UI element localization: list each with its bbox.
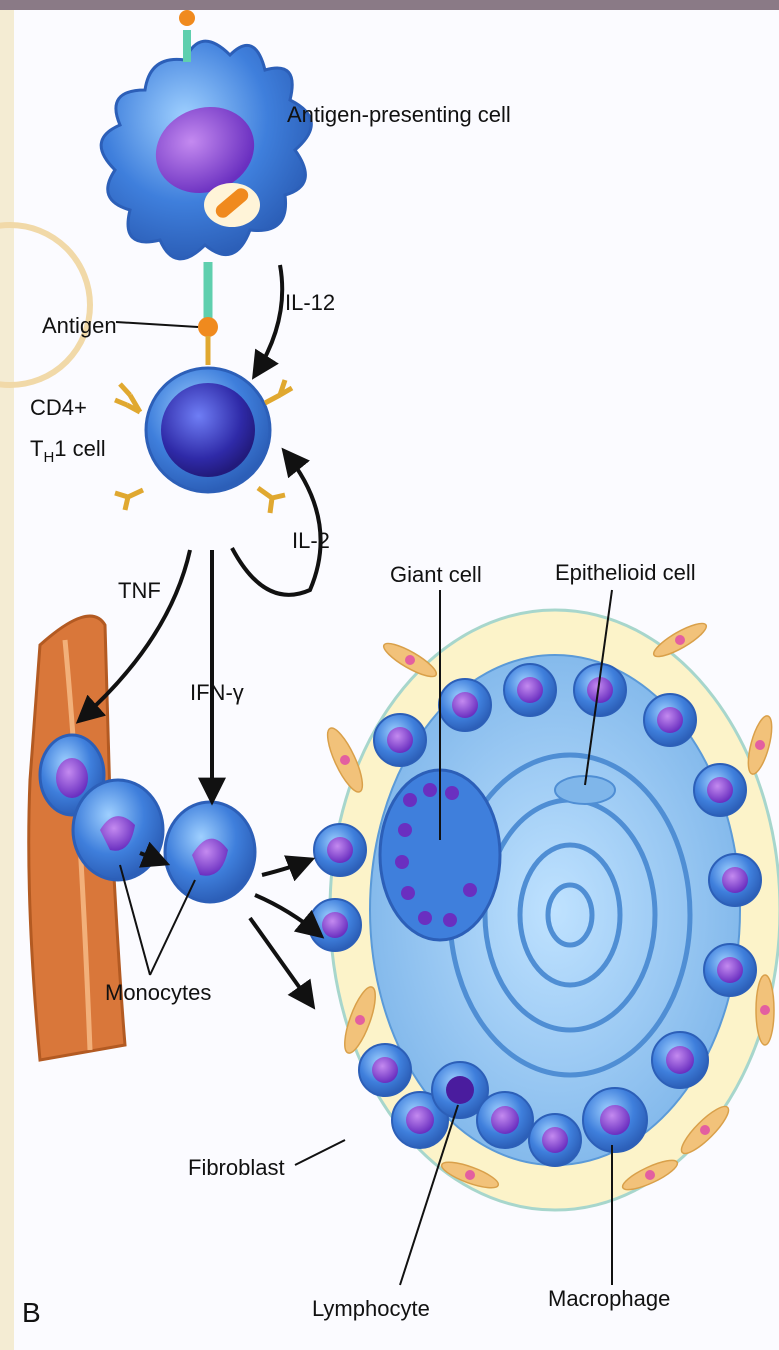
label-macrophage: Macrophage <box>548 1286 670 1311</box>
mhc-antigen-complex <box>198 262 218 365</box>
antigen-dot <box>198 317 218 337</box>
granuloma <box>309 610 779 1210</box>
antigen-presenting-cell <box>101 10 311 259</box>
monocyte-1 <box>73 780 163 880</box>
arrow-to-granuloma-3 <box>250 918 312 1005</box>
label-lymphocyte: Lymphocyte <box>312 1296 430 1321</box>
label-epithelioid-cell: Epithelioid cell <box>555 560 696 585</box>
panel-letter: B <box>22 1297 41 1328</box>
th1-nucleus <box>161 383 255 477</box>
label-th1: TH1 cell <box>30 436 106 466</box>
label-il12: IL-12 <box>285 290 335 315</box>
label-giant-cell: Giant cell <box>390 562 482 587</box>
label-ifn: IFN-γ <box>190 680 244 705</box>
label-il2: IL-2 <box>292 528 330 553</box>
label-tnf: TNF <box>118 578 161 603</box>
label-th1-rest: 1 cell <box>54 436 105 461</box>
label-cd4: CD4+ <box>30 395 87 420</box>
label-monocytes: Monocytes <box>105 980 211 1005</box>
arrow-il12 <box>255 265 282 375</box>
label-antigen: Antigen <box>42 313 117 338</box>
label-fibroblast: Fibroblast <box>188 1155 285 1180</box>
th1-cell <box>115 368 292 513</box>
label-th1-t: T <box>30 436 43 461</box>
monocyte-2 <box>165 802 255 902</box>
top-border <box>0 0 779 10</box>
left-border <box>0 0 14 1350</box>
label-apc: Antigen-presenting cell <box>287 102 511 127</box>
arrow-to-granuloma-1 <box>262 860 310 875</box>
label-th1-sub: H <box>43 449 54 466</box>
